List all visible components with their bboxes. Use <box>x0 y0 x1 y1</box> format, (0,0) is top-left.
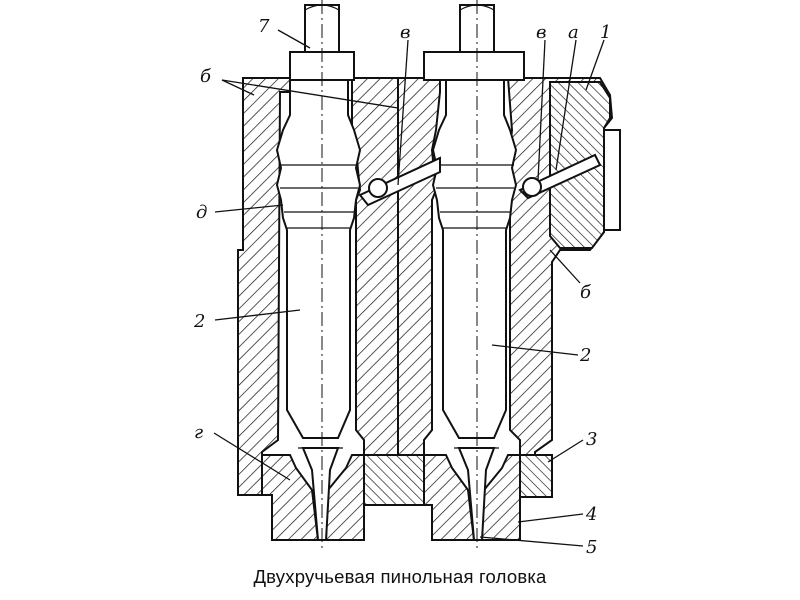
label-4: 4 <box>585 504 597 525</box>
label-7: 7 <box>258 16 270 37</box>
label-5: 5 <box>586 537 597 558</box>
pinol-left <box>275 79 362 449</box>
label-d: д <box>196 202 207 223</box>
leader-lines <box>213 29 605 547</box>
label-v-right: в <box>536 22 546 43</box>
label-1: 1 <box>600 22 611 43</box>
label-3: 3 <box>586 429 597 450</box>
label-2-left: 2 <box>193 311 205 332</box>
label-g: г <box>194 422 203 443</box>
label-2-right: 2 <box>579 345 591 366</box>
die-center <box>363 454 425 506</box>
pinol-right <box>431 79 518 449</box>
die-right <box>423 447 553 541</box>
label-v-left: в <box>400 22 410 43</box>
label-b-right: б <box>580 282 592 303</box>
collar-right <box>423 51 525 81</box>
die-left <box>261 447 365 541</box>
label-b6: б <box>200 66 212 87</box>
label-a: а <box>568 22 579 43</box>
channel-balls <box>358 153 602 207</box>
side-flange <box>603 129 621 231</box>
figure-caption: Двухручьевая пинольная головка <box>253 566 547 587</box>
